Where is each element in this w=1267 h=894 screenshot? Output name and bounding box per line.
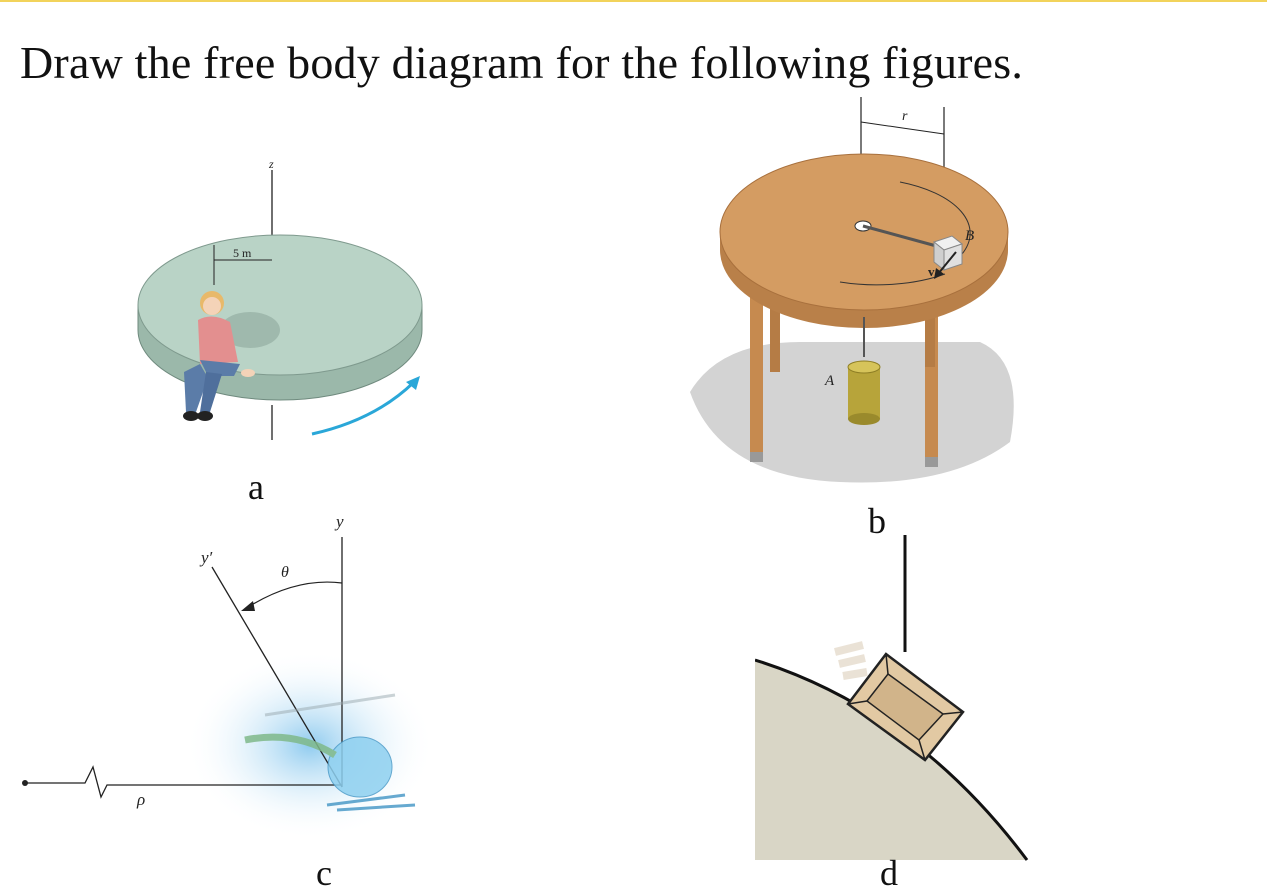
figure-b: r B v A bbox=[690, 97, 1014, 483]
caption-a: a bbox=[248, 467, 264, 507]
cylinder-a bbox=[848, 367, 880, 419]
helicopter bbox=[244, 693, 416, 812]
slide-title: Draw the free body diagram for the follo… bbox=[20, 37, 1024, 88]
crate bbox=[846, 652, 965, 762]
rho-line bbox=[25, 765, 342, 799]
theta-arc bbox=[244, 581, 343, 610]
block-label-b: B bbox=[965, 228, 974, 244]
radius-label-r: r bbox=[902, 109, 908, 124]
curved-ground bbox=[755, 660, 1027, 860]
caption-d: d bbox=[880, 853, 898, 893]
motion-streaks bbox=[834, 641, 868, 680]
velocity-label-v: v bbox=[928, 264, 935, 279]
rho-label: ρ bbox=[136, 790, 145, 809]
caption-c: c bbox=[316, 853, 332, 893]
block-b bbox=[932, 235, 964, 272]
theta-label: θ bbox=[281, 564, 289, 581]
figure-d bbox=[755, 535, 1029, 861]
girl-figure bbox=[183, 291, 255, 421]
figure-c: y y′ θ ρ bbox=[22, 512, 435, 840]
y-axis-label: y bbox=[334, 512, 344, 531]
weight-label-a: A bbox=[824, 373, 835, 389]
rotation-arrow bbox=[311, 380, 416, 436]
disk-top bbox=[137, 234, 423, 376]
figure-a: z 5 m bbox=[137, 157, 423, 440]
caption-b: b bbox=[868, 501, 886, 541]
z-axis-label: z bbox=[268, 157, 274, 171]
top-accent-rule bbox=[0, 0, 1267, 2]
dimension-5m: 5 m bbox=[233, 246, 252, 260]
girl-shadow bbox=[220, 312, 280, 348]
y-prime-label: y′ bbox=[199, 548, 213, 567]
